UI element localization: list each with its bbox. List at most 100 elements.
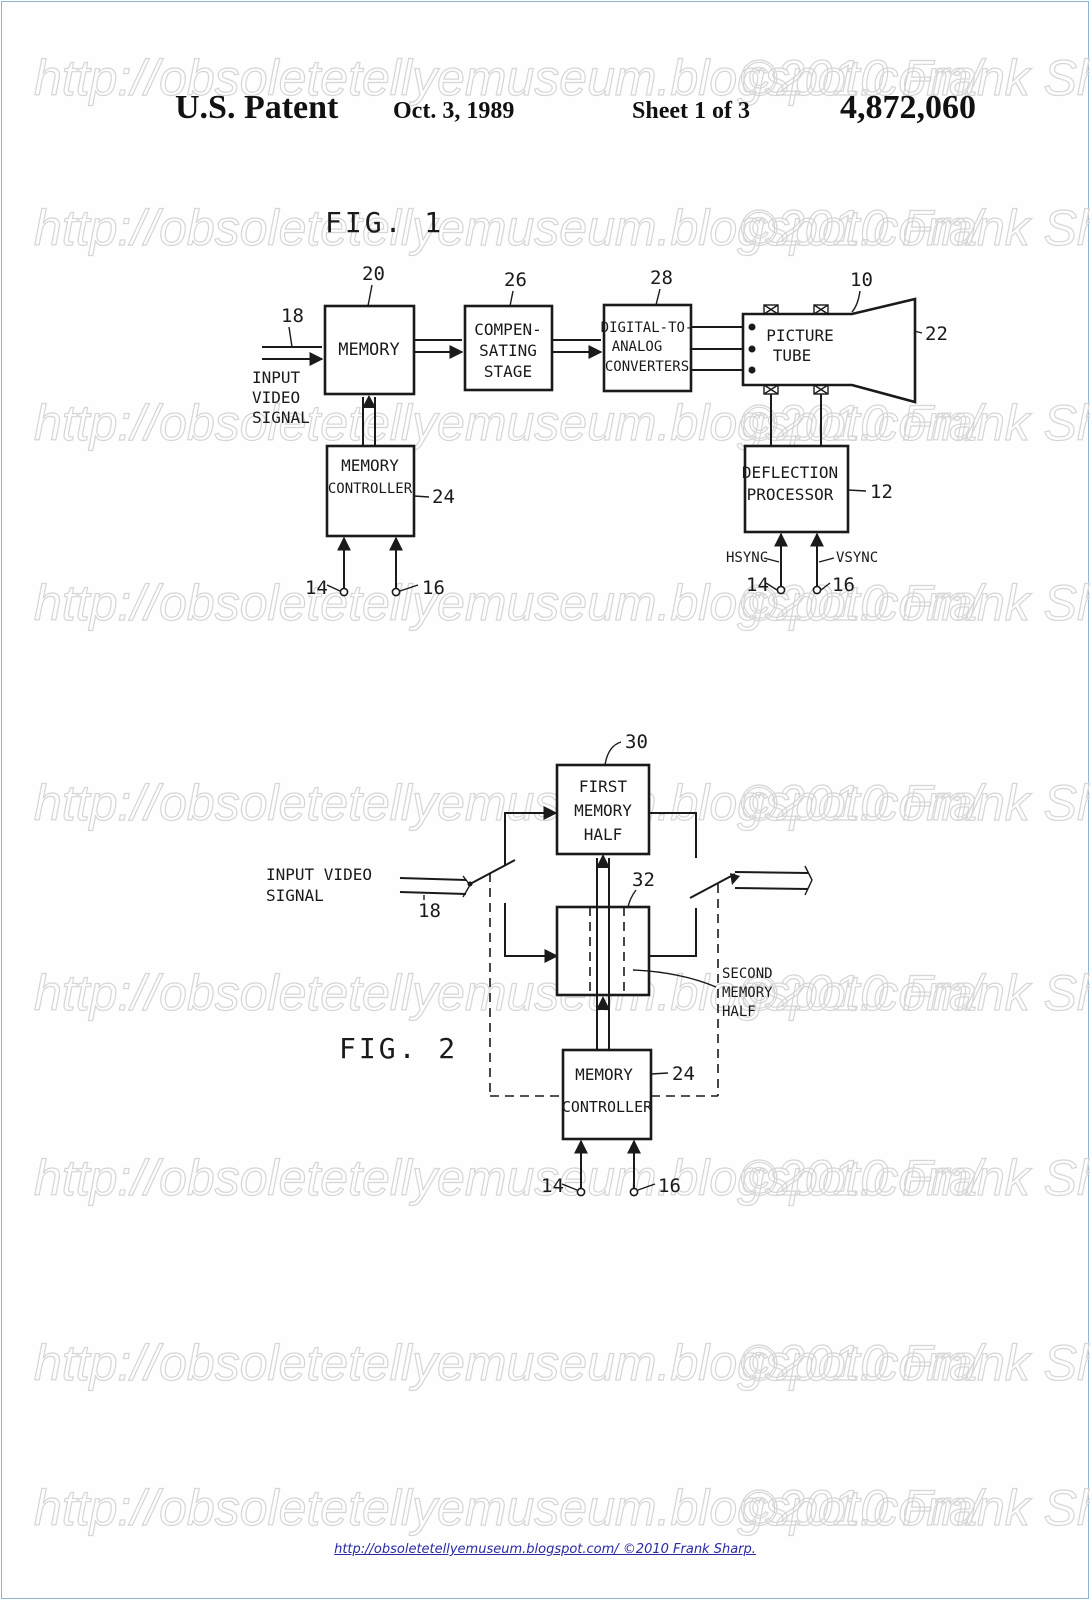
watermark-copyright-2: ©2010 Frank Sharp. [740,200,1090,256]
fig1-dac-ref: 28 [650,267,673,289]
fig1-tube-leader [851,290,861,313]
fig1-tube-pin-2 [748,345,756,353]
watermark-copyright-8: ©2010 Frank Sharp. [740,1335,1090,1391]
fig1-dac-block [602,303,693,393]
fig1-comp-label-2: SATING [479,341,537,360]
fig1-vsync-ref: 16 [832,574,855,596]
fig2-second-ref: 32 [632,869,655,891]
fig1-deflection-block [743,444,850,534]
fig1-dac-label-3: CONVERTERS [605,359,689,375]
fig2-second-memory-half-block [555,905,651,997]
fig2-ctrl-to-second-head [596,996,610,1010]
fig1-vsync-ref-leader [820,582,831,591]
fig2-second-output [649,908,697,957]
fig1-ctrl-label-1: MEMORY [341,456,399,475]
fig1-ctrl-terminal-a [339,587,349,597]
fig2-ctrl-term-a-leader [561,1183,578,1191]
fig1-input-label-3: SIGNAL [252,408,310,427]
fig2-second-label-3: HALF [722,1004,756,1020]
fig2-input-line-b [399,891,467,895]
fig1-ctrl-term-a-leader [326,584,341,592]
patent-sheet-number: Sheet 1 of 3 [632,98,750,124]
fig1-ctrl-terminal-b [391,587,401,597]
fig2-ctrl-terminal-b [629,1187,639,1197]
fig1-controller-block [325,444,416,538]
fig1-ctrl-term-b-leader [399,584,419,592]
fig1-tube-pin-1 [748,323,756,331]
fig2-input-switch-pivot [467,881,473,887]
fig2-ctrl-terminal-a [576,1187,586,1197]
fig1-memory-block [323,304,416,396]
fig1-comp-ref: 26 [504,269,527,291]
fig2-input-label-1: INPUT VIDEO [266,865,372,884]
fig2-second-label-1: SECOND [722,966,773,982]
fig2-second-label-2: MEMORY [722,985,773,1001]
fig2-first-ref: 30 [625,731,648,753]
fig1-defl-ref: 12 [870,481,893,503]
fig1-vsync-terminal [812,585,822,595]
fig2-ctrl-label-2: CONTROLLER [562,1098,653,1116]
footer-link[interactable]: http://obsoletetellyemuseum.blogspot.com… [0,1542,1090,1557]
fig1-tube-pin-3 [748,366,756,374]
fig2-title: FIG. 2 [339,1032,458,1065]
fig2-ctrl-term-b-ref: 16 [658,1175,681,1197]
watermark-url-6: http://obsoletetellyemuseum.blogspot.com… [34,965,987,1021]
fig1-tube-ref: 10 [850,269,873,291]
fig2-second-ref-leader [627,889,637,908]
fig1-memory-leader [367,284,373,307]
fig1-input-ref: 18 [281,305,304,327]
fig1-compensating-block [463,304,554,392]
fig1-ctrl-label-2: CONTROLLER [328,481,413,497]
fig2-ctrl-to-first-head [596,854,610,868]
fig1-tube-label-1: PICTURE [766,326,833,345]
fig1-tube-label-2: TUBE [773,346,812,365]
fig1-dac-leader [655,288,661,306]
watermark-copyright-9: ©2010 Frank Sharp. [740,1480,1090,1536]
fig1-input-label-1: INPUT [252,368,301,387]
watermark-copyright-5: ©2010 Frank Sharp. [740,775,1090,831]
fig2-input-switch [469,859,516,885]
fig2-first-ref-leader [604,741,622,766]
fig1-memory-label: MEMORY [338,340,399,360]
fig1-hsync-ref: 14 [746,574,769,596]
fig1-title: FIG. 1 [325,206,444,239]
fig2-output-line-a [734,871,809,874]
fig1-defl-leader [847,489,867,492]
fig1-ctrl-term-a-ref: 14 [305,577,328,599]
fig2-input-line-a [399,877,467,881]
fig1-memory-ref: 20 [362,263,385,285]
fig1-ctrl-ref-leader [413,495,430,498]
fig2-output-line-end [804,865,813,896]
fig2-output-switch [689,873,736,899]
watermark-url-8: http://obsoletetellyemuseum.blogspot.com… [34,1335,987,1391]
fig1-deflection-coils [763,304,829,395]
patent-number: 4,872,060 [840,89,976,126]
patent-date: Oct. 3, 1989 [393,98,514,124]
fig2-ctrl-ref-leader [650,1072,669,1075]
fig2-first-label-1: FIRST [579,777,628,796]
fig2-second-label-leader [632,969,717,988]
fig1-tube-face-ref: 22 [925,323,948,345]
fig1-ctrl-ref: 24 [432,486,455,508]
watermark-url-3: http://obsoletetellyemuseum.blogspot.com… [34,395,987,451]
watermark-url-2: http://obsoletetellyemuseum.blogspot.com… [34,200,987,256]
fig1-vsync-leader [818,557,835,563]
fig1-comp-label-3: STAGE [484,362,532,381]
fig1-input-leader [288,326,293,348]
figure-2: FIG. 2 INPUT VIDEO SIGNAL 18 30 FIRST ME… [266,731,813,1197]
fig2-first-label-2: MEMORY [574,801,632,820]
fig1-comp-label-1: COMPEN- [474,320,541,339]
fig1-picture-tube [741,297,917,404]
watermark-url-9: http://obsoletetellyemuseum.blogspot.com… [34,1480,987,1536]
watermark-url-7: http://obsoletetellyemuseum.blogspot.com… [34,1150,987,1206]
patent-label: U.S. Patent [175,89,339,126]
fig1-defl-label-2: PROCESSOR [747,485,834,504]
footer-link-text[interactable]: http://obsoletetellyemuseum.blogspot.com… [334,1542,756,1557]
fig2-input-label-2: SIGNAL [266,886,324,905]
watermark-url-1: http://obsoletetellyemuseum.blogspot.com… [34,50,987,106]
fig2-input-ref: 18 [418,900,441,922]
fig2-output-pivot [730,873,740,885]
fig1-input-label-2: VIDEO [252,388,300,407]
